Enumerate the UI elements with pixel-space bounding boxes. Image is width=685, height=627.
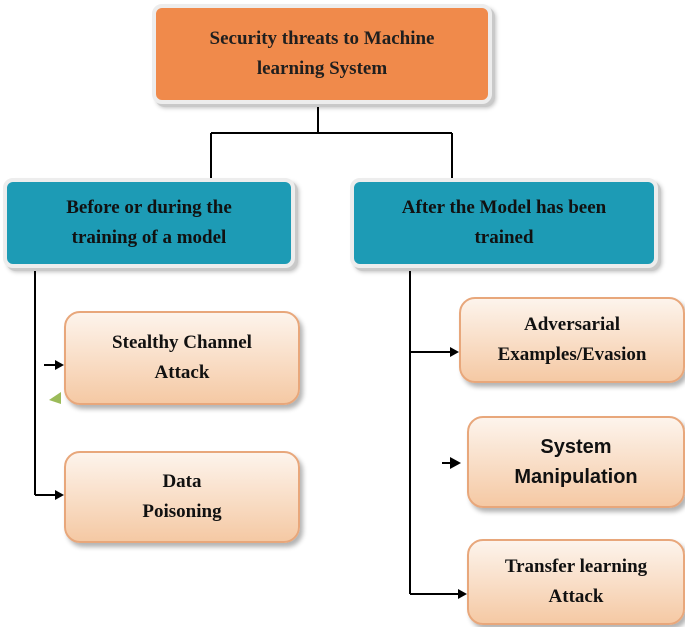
leaf-stealthy-channel-attack-label: Stealthy Channel Attack (112, 332, 252, 383)
right-arrow-transfer-head (458, 589, 467, 599)
leaf-system-manipulation: System Manipulation (467, 416, 685, 508)
category-after-training-label: After the Model has been trained (401, 197, 607, 248)
leaf-adversarial-examples: Adversarial Examples/Evasion (459, 297, 685, 383)
leaf-transfer-learning-attack: Transfer learning Attack (467, 539, 685, 625)
category-after-training: After the Model has been trained (350, 178, 658, 268)
category-before-training-label: Before or during the training of a model (66, 197, 232, 248)
category-before-training: Before or during the training of a model (3, 178, 295, 268)
leaf-stealthy-channel-attack: Stealthy Channel Attack (64, 311, 300, 405)
leaf-adversarial-examples-label: Adversarial Examples/Evasion (497, 314, 647, 365)
leaf-data-poisoning-label: Data Poisoning (142, 471, 222, 522)
root-node: Security threats to Machine learning Sys… (152, 4, 492, 104)
leaf-data-poisoning: Data Poisoning (64, 451, 300, 543)
leaf-system-manipulation-label: System Manipulation (514, 436, 638, 488)
left-arrow-stealthy-head (55, 360, 64, 370)
right-arrow-adversarial-head (450, 347, 459, 357)
right-arrow-manipulation-head (450, 457, 461, 469)
leaf-transfer-learning-attack-label: Transfer learning Attack (504, 556, 648, 607)
left-arrow-poisoning-head (55, 490, 64, 500)
root-node-label: Security threats to Machine learning Sys… (209, 28, 435, 79)
green-corner-marker (49, 392, 61, 404)
